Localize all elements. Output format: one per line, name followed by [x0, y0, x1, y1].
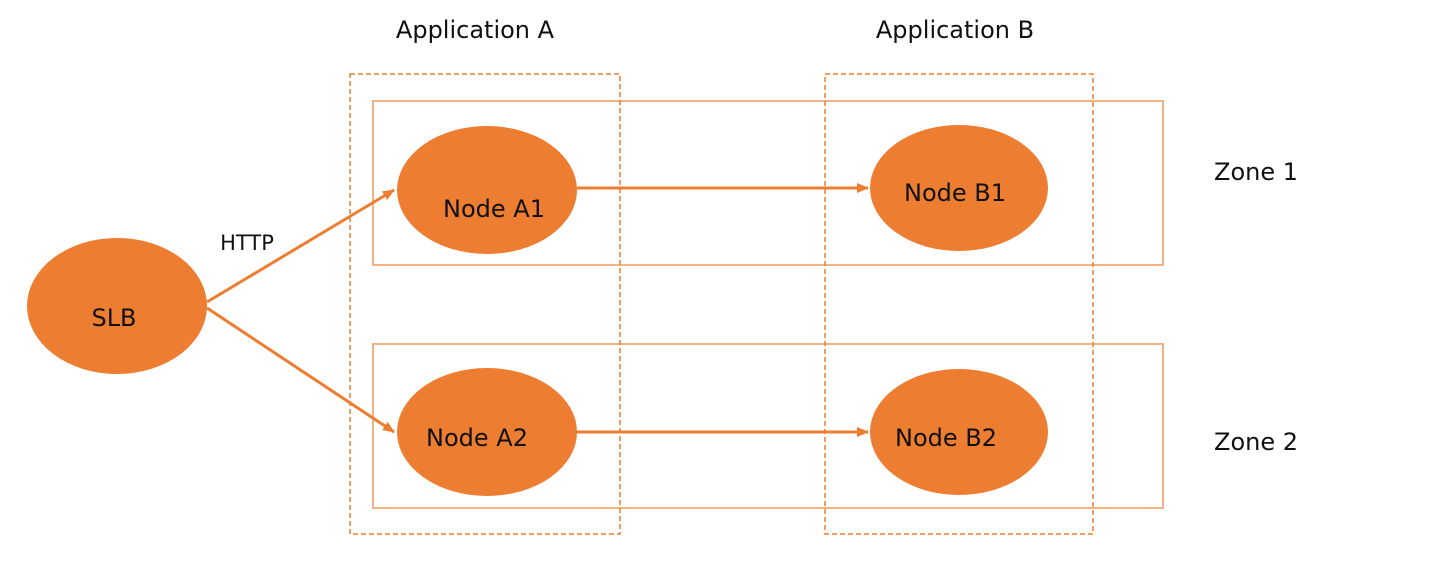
- application-b-title: Application B: [876, 16, 1034, 44]
- node-a2: [397, 368, 577, 496]
- zone-1-box: [372, 100, 1164, 266]
- node-b2-label: Node B2: [895, 424, 997, 452]
- node-b1: [870, 125, 1048, 251]
- node-a2-label: Node A2: [426, 424, 528, 452]
- node-b2: [870, 369, 1048, 495]
- application-a-box: [349, 73, 621, 535]
- application-a-title: Application A: [396, 16, 555, 44]
- zone-1-label: Zone 1: [1214, 158, 1298, 186]
- node-b1-label: Node B1: [904, 179, 1006, 207]
- edge-http-label: HTTP: [220, 231, 274, 255]
- zone-2-label: Zone 2: [1214, 428, 1298, 456]
- node-slb: [27, 238, 207, 374]
- node-slb-label: SLB: [91, 304, 136, 332]
- node-a1: [397, 126, 577, 254]
- edge-slb-to-a1: [206, 188, 395, 304]
- node-a1-label: Node A1: [443, 195, 545, 223]
- zone-2-box: [372, 343, 1164, 509]
- edge-slb-to-a2: [206, 306, 395, 434]
- application-b-box: [824, 73, 1094, 535]
